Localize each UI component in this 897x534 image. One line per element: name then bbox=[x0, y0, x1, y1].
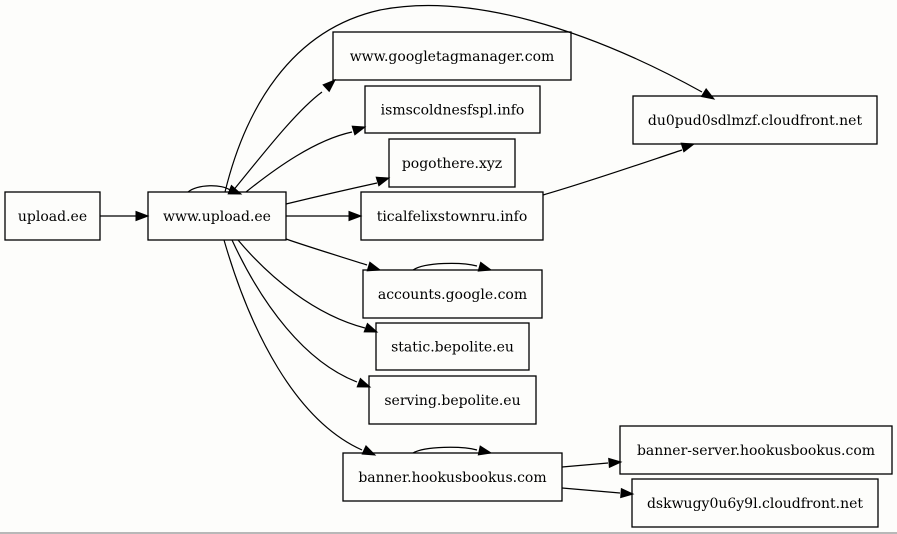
edge-line bbox=[223, 239, 363, 451]
node-box bbox=[619, 425, 893, 475]
edge-line bbox=[245, 131, 353, 193]
node-isms[interactable]: ismscoldnesfspl.info bbox=[364, 85, 541, 134]
node-upload-ee[interactable]: upload.ee bbox=[4, 191, 101, 241]
edge-www_upload-to-tical bbox=[286, 210, 363, 222]
node-label: ticalfelixstownru.info bbox=[377, 209, 528, 225]
arrowhead-icon bbox=[322, 79, 337, 93]
edge-line bbox=[285, 238, 368, 266]
edge-line bbox=[542, 149, 683, 196]
node-label: www.googletagmanager.com bbox=[350, 49, 555, 65]
node-label: www.upload.ee bbox=[163, 209, 271, 225]
arrowhead-icon bbox=[363, 322, 379, 333]
node-gtm[interactable]: www.googletagmanager.com bbox=[332, 31, 572, 81]
node-label: dskwugy0u6y9l.cloudfront.net bbox=[647, 496, 863, 512]
node-label: ismscoldnesfspl.info bbox=[381, 103, 525, 119]
arrowhead-icon bbox=[620, 487, 635, 499]
edge-tical-to-du0 bbox=[542, 142, 696, 196]
edge-banner-to-dsk bbox=[561, 487, 635, 499]
arrowhead-icon bbox=[348, 210, 363, 222]
edge-banner-to-bserver bbox=[561, 457, 623, 469]
node-static[interactable]: static.bepolite.eu bbox=[375, 322, 530, 371]
edge-line bbox=[231, 91, 323, 193]
node-box bbox=[147, 191, 287, 241]
edge-www_upload-to-isms bbox=[245, 125, 367, 193]
edge-line bbox=[561, 462, 609, 468]
node-label: banner.hookusbookus.com bbox=[358, 470, 546, 486]
arrowhead-icon bbox=[135, 210, 150, 222]
edge-line bbox=[187, 185, 231, 193]
node-box bbox=[631, 478, 879, 528]
edge-www_upload-to-static bbox=[237, 239, 379, 333]
node-accounts[interactable]: accounts.google.com bbox=[362, 269, 543, 319]
edge-line bbox=[285, 182, 378, 205]
node-du0[interactable]: du0pud0sdlmzf.cloudfront.net bbox=[632, 95, 878, 145]
node-box bbox=[362, 269, 543, 319]
edge-www_upload-to-gtm bbox=[231, 79, 337, 193]
node-box bbox=[342, 452, 563, 502]
node-pogo[interactable]: pogothere.xyz bbox=[388, 138, 516, 188]
edge-line bbox=[561, 487, 621, 494]
node-box bbox=[332, 31, 572, 81]
node-box bbox=[632, 95, 878, 145]
arrowhead-icon bbox=[608, 457, 623, 469]
node-box bbox=[360, 191, 544, 241]
node-www-upload[interactable]: www.upload.ee bbox=[147, 191, 287, 241]
node-label: static.bepolite.eu bbox=[391, 340, 514, 356]
bottom-divider bbox=[0, 532, 897, 534]
node-banner[interactable]: banner.hookusbookus.com bbox=[342, 452, 563, 502]
node-box bbox=[364, 85, 541, 134]
edge-line bbox=[237, 239, 366, 329]
arrowhead-icon bbox=[700, 88, 716, 100]
node-label: accounts.google.com bbox=[378, 287, 527, 303]
node-serving[interactable]: serving.bepolite.eu bbox=[368, 375, 537, 425]
node-box bbox=[388, 138, 516, 188]
node-label: banner-server.hookusbookus.com bbox=[637, 443, 875, 459]
edge-www_upload-to-www_upload bbox=[187, 184, 243, 195]
node-box bbox=[4, 191, 101, 241]
node-label: pogothere.xyz bbox=[402, 156, 502, 172]
node-box bbox=[375, 322, 530, 371]
edge-www_upload-to-accounts bbox=[285, 238, 382, 272]
nodes-layer: upload.ee www.upload.ee www.googletagmanag… bbox=[4, 31, 893, 528]
node-dsk[interactable]: dskwugy0u6y9l.cloudfront.net bbox=[631, 478, 879, 528]
edge-line bbox=[224, 4, 703, 193]
edge-line bbox=[231, 239, 358, 383]
edge-upload_ee-to-www_upload bbox=[100, 210, 150, 222]
edge-www_upload-to-banner bbox=[223, 239, 377, 456]
arrowhead-icon bbox=[351, 125, 367, 136]
edge-www_upload-to-pogo bbox=[285, 176, 391, 205]
edge-line bbox=[412, 262, 478, 271]
arrowhead-icon bbox=[356, 377, 372, 388]
node-bserver[interactable]: banner-server.hookusbookus.com bbox=[619, 425, 893, 475]
edge-line bbox=[412, 446, 478, 454]
edge-www_upload-to-serving bbox=[231, 239, 372, 388]
node-label: du0pud0sdlmzf.cloudfront.net bbox=[648, 113, 863, 129]
arrowhead-icon bbox=[375, 176, 391, 187]
node-box bbox=[368, 375, 537, 425]
node-label: serving.bepolite.eu bbox=[384, 393, 520, 409]
node-tical[interactable]: ticalfelixstownru.info bbox=[360, 191, 544, 241]
node-label: upload.ee bbox=[18, 209, 87, 225]
